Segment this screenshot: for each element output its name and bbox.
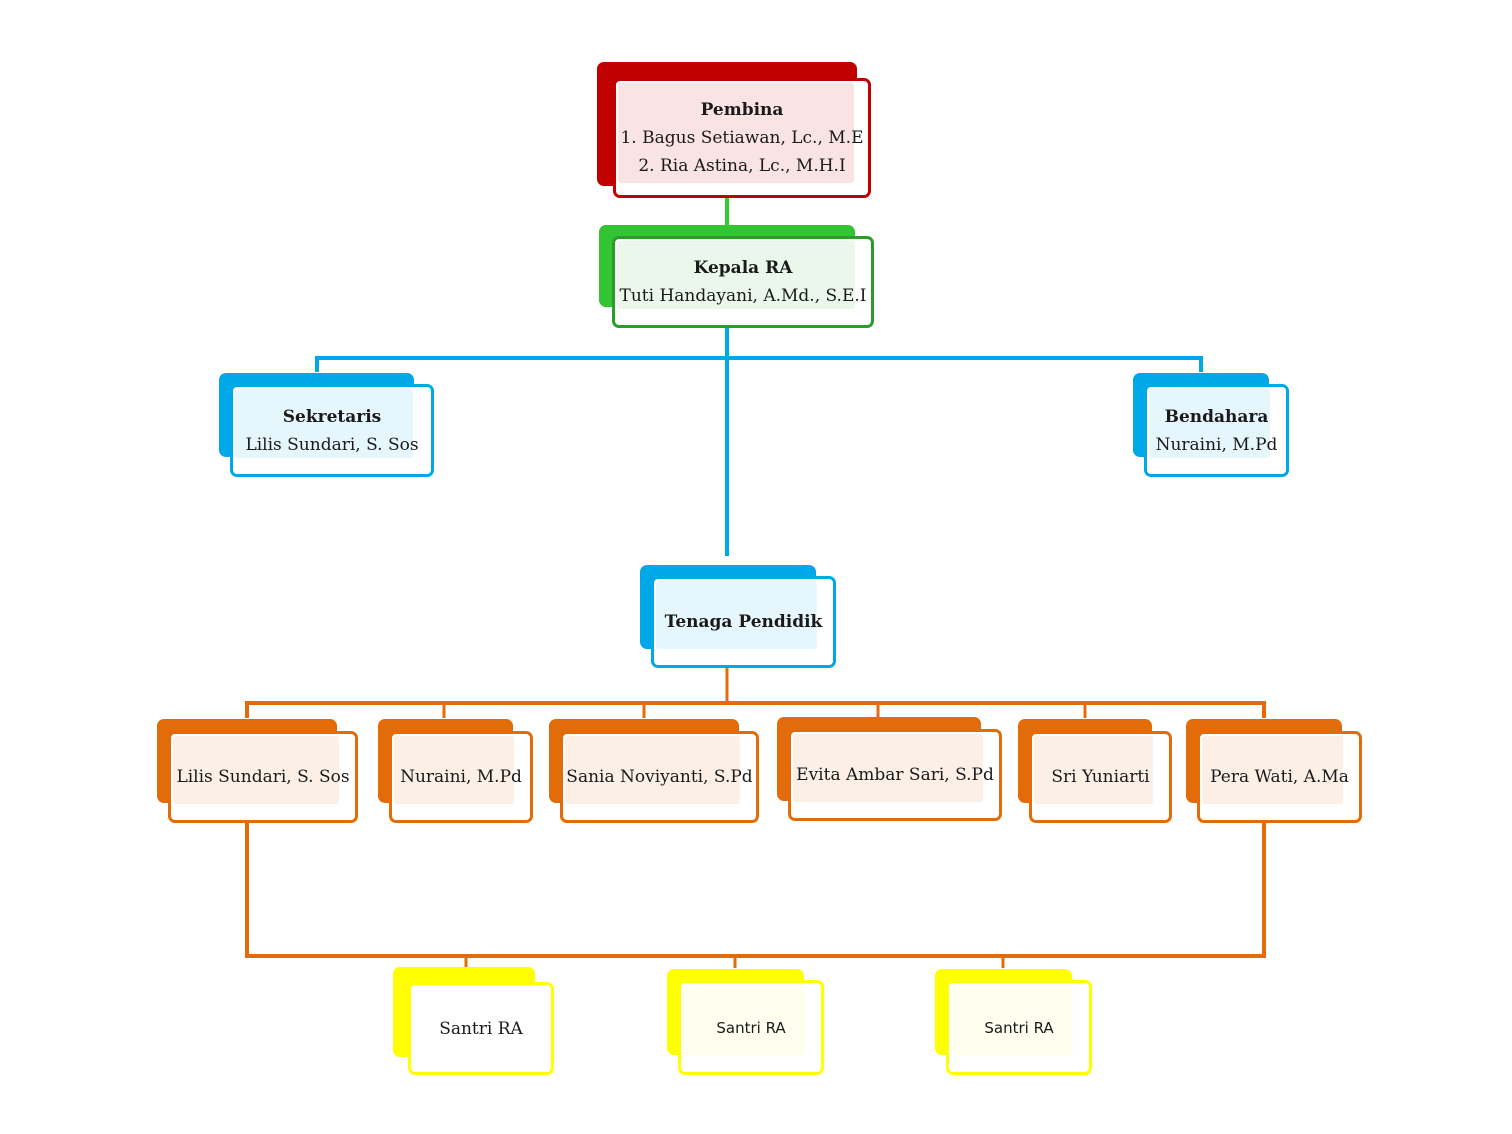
teacher-name: Sri Yuniarti	[1051, 767, 1150, 787]
tenaga-pendidik-box[interactable]: Tenaga Pendidik	[640, 565, 836, 668]
sekretaris-title: Sekretaris	[282, 406, 382, 427]
connector-staff-bar	[315, 356, 1203, 372]
tenaga-pendidik-title: Tenaga Pendidik	[664, 612, 823, 632]
bendahara-title: Bendahara	[1164, 406, 1269, 427]
connector-student-bar	[245, 820, 1266, 958]
teacher-name: Sania Noviyanti, S.Pd	[566, 767, 753, 787]
teacher-name: Lilis Sundari, S. Sos	[176, 767, 350, 787]
teacher-name: Nuraini, M.Pd	[400, 767, 522, 787]
teacher-box-2[interactable]: Nuraini, M.Pd	[378, 719, 533, 823]
teacher-box-3[interactable]: Sania Noviyanti, S.Pd	[549, 719, 759, 823]
pembina-member-1: 1. Bagus Setiawan, Lc., M.E	[620, 128, 864, 148]
student-label: Santri RA	[716, 1018, 786, 1037]
student-box-3[interactable]: Santri RA	[935, 969, 1092, 1075]
teacher-name: Evita Ambar Sari, S.Pd	[796, 765, 994, 785]
student-label: Santri RA	[984, 1018, 1054, 1037]
kepala-title: Kepala RA	[693, 258, 793, 278]
bendahara-box[interactable]: Bendahara Nuraini, M.Pd	[1133, 373, 1289, 477]
sekretaris-name: Lilis Sundari, S. Sos	[245, 434, 419, 455]
teacher-box-4[interactable]: Evita Ambar Sari, S.Pd	[777, 717, 1002, 822]
teacher-box-1[interactable]: Lilis Sundari, S. Sos	[157, 719, 358, 823]
bendahara-name: Nuraini, M.Pd	[1155, 434, 1278, 455]
pembina-box[interactable]: Pembina 1. Bagus Setiawan, Lc., M.E 2. R…	[597, 62, 873, 200]
sekretaris-box[interactable]: Sekretaris Lilis Sundari, S. Sos	[219, 373, 434, 477]
student-box-1[interactable]: Santri RA	[393, 967, 554, 1075]
teacher-box-6[interactable]: Pera Wati, A.Ma	[1186, 719, 1362, 823]
teacher-box-5[interactable]: Sri Yuniarti	[1018, 719, 1172, 823]
teacher-name: Pera Wati, A.Ma	[1210, 767, 1349, 787]
student-box-2[interactable]: Santri RA	[667, 969, 824, 1075]
kepala-name: Tuti Handayani, A.Md., S.E.I	[619, 286, 867, 306]
pembina-title: Pembina	[700, 100, 784, 120]
pembina-member-2: 2. Ria Astina, Lc., M.H.I	[638, 156, 846, 176]
student-label: Santri RA	[439, 1018, 523, 1039]
kepala-box[interactable]: Kepala RA Tuti Handayani, A.Md., S.E.I	[599, 225, 874, 328]
connector-teacher-bar	[245, 701, 1266, 718]
